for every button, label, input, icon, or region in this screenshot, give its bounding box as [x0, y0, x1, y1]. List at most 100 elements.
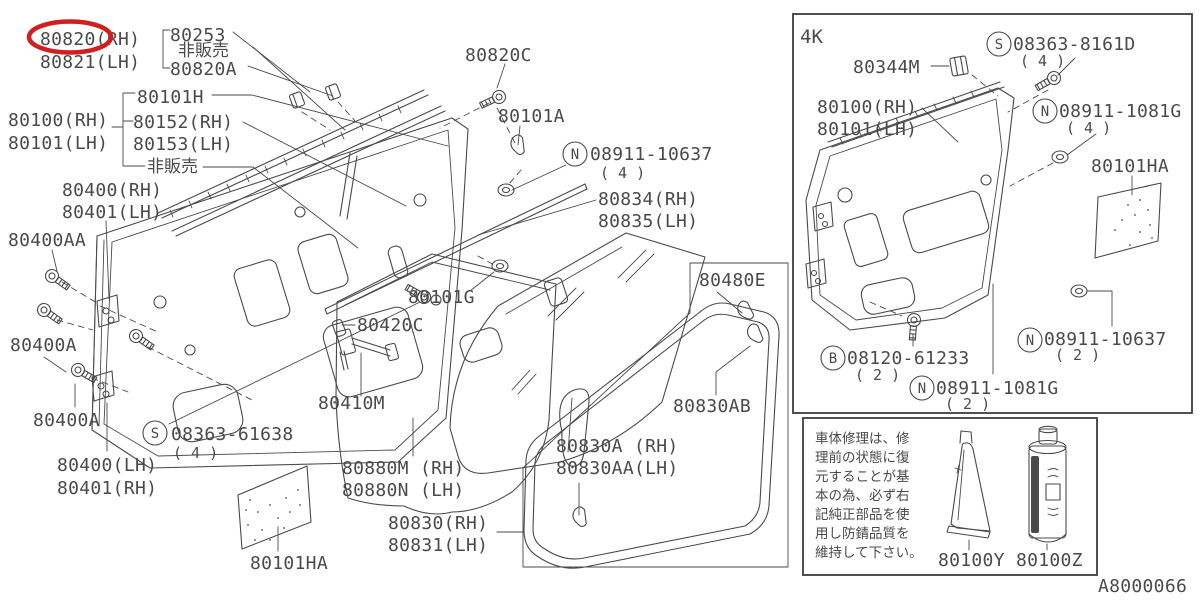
door-panel-outline [91, 117, 469, 469]
label-80101ha-main: 80101HA [250, 553, 328, 574]
nut-icon [497, 183, 515, 197]
notice-line: 理前の状態に復 [815, 449, 910, 466]
door-glass-outline [449, 232, 706, 474]
upper-hinge [96, 294, 120, 328]
label-80344m: 80344M [853, 57, 920, 78]
door-check-drawing [336, 328, 400, 371]
bolt-icon [36, 302, 63, 325]
glass-hole [543, 277, 569, 307]
notice-line: 維持して下さい。 [815, 545, 923, 561]
notice-text: 車体修理は、修 理前の状態に復 元することが基 本の為、必ず右 記純正部品を使 … [815, 431, 923, 561]
main-fasteners [36, 83, 764, 528]
door-glass-edge [505, 246, 623, 315]
label-08911-10637-2-qty: ( 2 ) [1055, 346, 1100, 364]
bolt-icon [404, 283, 432, 305]
label-08363-8161d: 08363-8161D [1013, 34, 1136, 55]
lower-hinge-hole [97, 382, 105, 390]
label-80101g: 80101G [408, 287, 475, 308]
clip-icon [572, 506, 587, 528]
nut-icon [1070, 284, 1088, 298]
inset-4k-border [792, 13, 1193, 414]
nut-prefix-letter: N [1041, 104, 1049, 120]
label-08911-1081g-4: 08911-1081G [1059, 101, 1182, 122]
bolt-icon [479, 89, 507, 109]
inset-door-drawing [805, 81, 1015, 331]
bolt-icon [128, 328, 155, 351]
door-hole [184, 344, 196, 356]
bolt-icon [1034, 70, 1062, 92]
bolt-prefix-circle [820, 345, 846, 371]
body-side-moulding-80834 [324, 183, 588, 315]
weatherstrip-outer [523, 302, 780, 569]
inset-protector-sheet [1094, 182, 1162, 259]
label-08911-10637-qty: ( 4 ) [600, 164, 645, 182]
door-cutout [233, 259, 291, 327]
upper-hinge-hole [107, 316, 115, 324]
notice-box: 車体修理は、修 理前の状態に復 元することが基 本の為、必ず右 記純正部品を使 … [802, 417, 1098, 576]
label-08120-61233: 08120-61233 [847, 348, 970, 369]
label-08363-61638-qty: ( 4 ) [173, 444, 218, 462]
clip-icon [510, 134, 525, 156]
notice-line: 用し防錆品質を [815, 525, 910, 542]
inset-4k-panel: 4K [792, 13, 1193, 414]
nut-prefix-circle [909, 375, 935, 401]
clip-icon [949, 55, 969, 77]
label-08911-1081g-2-qty: ( 2 ) [945, 395, 990, 413]
inset-upper-hinge [812, 201, 834, 232]
red-highlight-ellipse [26, 19, 114, 55]
weatherstrip-inner [532, 313, 770, 560]
clip-icon [324, 83, 342, 101]
inset-labels: S 08363-8161D ( 4 ) 80344M 80100(RH) 801… [817, 31, 1182, 413]
label-80830ab: 80830AB [673, 396, 751, 417]
glass-shading [511, 249, 655, 395]
screw-prefix-circle [142, 420, 168, 446]
label-not-sold-mid: 非販売 [147, 157, 198, 177]
label-80820a: 80820A [170, 59, 237, 80]
label-08363-8161d-qty: ( 4 ) [1020, 52, 1065, 70]
upper-hinge-hole [102, 307, 110, 315]
door-panel-inner-contour [103, 129, 456, 457]
touch-up-tube-drawing [946, 430, 991, 551]
protector-sheet-drawing [237, 465, 312, 550]
inset-assembly-dashes [869, 74, 1054, 317]
inset-fasteners [906, 55, 1088, 341]
inset-leader-lines [912, 57, 1133, 375]
label-80835-lh: 80835(LH) [598, 211, 698, 232]
door-front-edge [91, 235, 105, 431]
bolt-icon [906, 312, 922, 341]
nut-prefix-circle [1017, 327, 1043, 353]
label-80831-lh: 80831(LH) [388, 535, 488, 556]
weatherstrip-drawing [522, 262, 789, 569]
inset-lower-hinge [805, 258, 827, 289]
bolt-icon [70, 362, 98, 384]
clip-icon [737, 300, 755, 320]
sash-moulding-80820 [157, 89, 429, 219]
glass-run-moulding [171, 105, 446, 237]
door-cutout [297, 233, 349, 295]
label-80821-lh: 80821(LH) [40, 52, 140, 73]
label-80880n-lh: 80880N (LH) [342, 480, 465, 501]
label-80410m: 80410M [318, 393, 385, 414]
screw-prefix-circle [986, 31, 1012, 57]
enclosure-outline [522, 262, 789, 568]
door-hole [153, 295, 167, 309]
label-80101-lh: 80101(LH) [8, 133, 108, 154]
notice-line: 記純正部品を使 [815, 506, 910, 523]
nut-prefix-circle [1032, 98, 1058, 124]
label-80101-lh-inset: 80101(LH) [817, 119, 917, 140]
label-08120-61233-qty: ( 2 ) [855, 366, 900, 384]
main-leader-lines [43, 29, 751, 552]
label-not-sold-top: 非販売 [178, 41, 229, 61]
bolt-prefix-letter: B [829, 351, 837, 367]
nut-prefix-letter: N [571, 147, 579, 163]
lower-hinge-hole [102, 390, 110, 398]
main-door-drawing [91, 89, 588, 469]
label-08363-61638: 08363-61638 [171, 424, 294, 445]
label-80400aa: 80400AA [8, 230, 86, 251]
sealing-screen-drawing [335, 253, 557, 515]
label-80820-rh: 80820(RH) [40, 29, 140, 50]
label-80820c: 80820C [465, 45, 532, 66]
label-80100z: 80100Z [1016, 550, 1083, 571]
